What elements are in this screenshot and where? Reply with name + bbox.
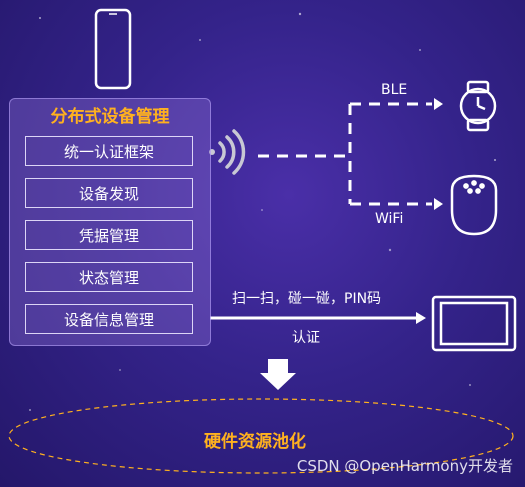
panel-title: 分布式设备管理	[50, 107, 170, 127]
pairing-arrow	[210, 312, 426, 324]
phone-icon	[94, 8, 132, 90]
ble-label: BLE	[381, 82, 408, 98]
down-arrow-icon	[260, 359, 296, 390]
watermark: CSDN @OpenHarmony开发者	[296, 457, 513, 475]
distributed-device-management-panel: 分布式设备管理 统一认证框架 设备发现 凭据管理 状态管理 设备信息管理	[9, 98, 211, 346]
pairing-methods-label: 扫一扫，碰一碰，PIN码	[232, 291, 382, 307]
resource-pool-label: 硬件资源池化	[204, 432, 306, 452]
panel-item-credential-management: 凭据管理	[25, 220, 193, 250]
panel-item-status-management: 状态管理	[25, 262, 193, 292]
wifi-label: WiFi	[375, 211, 404, 227]
panel-item-unified-auth: 统一认证框架	[25, 136, 193, 166]
smartwatch-icon	[459, 80, 497, 132]
smart-speaker-icon	[450, 174, 498, 236]
resource-pool-ellipse	[8, 398, 514, 474]
arrowhead-wifi	[434, 198, 443, 210]
arrowhead-ble	[434, 98, 443, 110]
dashed-connector	[258, 102, 432, 206]
panel-item-device-info-management: 设备信息管理	[25, 304, 193, 334]
tablet-icon	[431, 295, 517, 352]
auth-label: 认证	[292, 330, 320, 346]
panel-item-device-discovery: 设备发现	[25, 178, 193, 208]
wireless-signal-icon	[209, 129, 246, 175]
